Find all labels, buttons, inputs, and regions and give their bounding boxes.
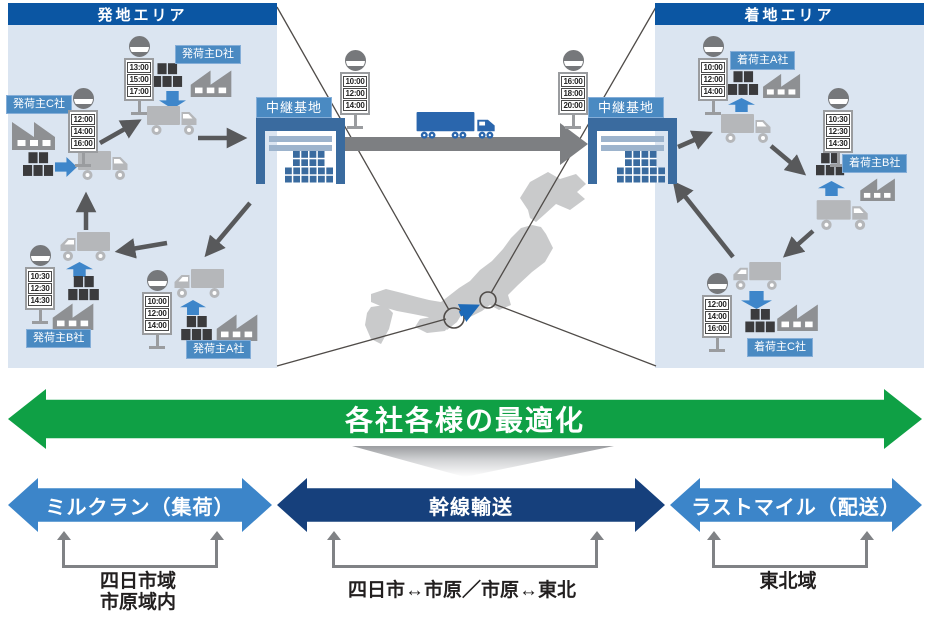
shipper-a-boxes-icon xyxy=(181,316,213,342)
clock-icon xyxy=(702,36,724,57)
consignee-c-schedule-sign: 12:00 14:00 16:00 xyxy=(702,273,732,352)
clock-icon xyxy=(29,245,51,266)
consignee-c-boxes-icon xyxy=(745,309,776,334)
shipper-d-schedule-sign: 13:00 15:00 17:00 xyxy=(124,36,154,115)
clock-icon xyxy=(146,270,168,291)
shipper-a-factory-icon xyxy=(214,307,261,341)
relay-hub-right-label: 中継基地 xyxy=(588,97,665,118)
schedule-board: 10:30 12:30 14:30 xyxy=(823,110,853,153)
shipper-b-schedule-sign: 10:30 12:30 14:30 xyxy=(25,245,55,324)
note-milkrun: 四日市域 市原域内 xyxy=(99,571,176,613)
shipper-d-boxes-icon xyxy=(152,63,183,89)
bracket-trunk xyxy=(326,531,604,568)
note-lastmile: 東北域 xyxy=(759,571,817,592)
japan-map-icon xyxy=(365,172,586,344)
consignee-a-boxes-icon xyxy=(728,71,759,97)
consignee-a-truck-icon xyxy=(721,112,774,144)
schedule-board: 12:00 14:00 16:00 xyxy=(702,295,732,338)
shipper-a-truck-icon xyxy=(171,267,224,299)
shipper-d-truck-icon xyxy=(147,104,200,136)
schedule-board: 10:00 12:00 14:00 xyxy=(698,58,728,101)
map-route-arrow xyxy=(457,304,480,323)
schedule-board: 16:00 18:00 20:00 xyxy=(558,72,588,115)
consignee-b-factory-icon xyxy=(855,172,901,201)
shipper-c-boxes-icon xyxy=(23,152,54,178)
schedule-board: 13:00 15:00 17:00 xyxy=(124,58,154,101)
shipper-b-label: 発荷主B社 xyxy=(26,329,92,348)
consignee-a-schedule-sign: 10:00 12:00 14:00 xyxy=(698,36,728,115)
shipper-c-label: 発荷主C社 xyxy=(6,95,72,114)
trunk-truck-icon xyxy=(416,112,502,139)
origin-route-arrows xyxy=(75,119,252,259)
shipper-c-schedule-sign: 12:00 14:00 16:00 xyxy=(68,88,98,167)
bracket-arrow-icon xyxy=(326,531,341,540)
shipper-c-factory-icon xyxy=(9,114,57,150)
clock-icon xyxy=(72,88,94,109)
consignee-b-schedule-sign: 10:30 12:30 14:30 xyxy=(823,88,853,167)
shipper-b-truck-icon xyxy=(57,230,110,262)
shipper-d-factory-icon xyxy=(189,63,234,97)
bracket-arrow-icon xyxy=(859,531,874,540)
shipper-a-schedule-sign: 10:00 12:00 14:00 xyxy=(142,270,172,349)
schedule-board: 12:00 14:00 16:00 xyxy=(68,110,98,153)
schedule-board: 10:00 12:00 14:00 xyxy=(340,72,370,115)
consignee-b-truck-icon xyxy=(816,198,872,231)
trunk-arrival-schedule-sign: 16:00 18:00 20:00 xyxy=(558,50,588,129)
bracket-arrow-icon xyxy=(589,531,604,540)
destination-area-header: 着地エリア xyxy=(655,3,924,25)
bracket-lastmile xyxy=(706,531,874,568)
consignee-c-truck-icon xyxy=(730,260,781,291)
bracket-arrow-icon xyxy=(706,531,721,540)
note-trunk: 四日市↔市原／市原↔東北 xyxy=(347,580,576,601)
trunk-arrow xyxy=(342,123,588,165)
clock-icon xyxy=(706,273,728,294)
schedule-board: 10:30 12:30 14:30 xyxy=(25,267,55,310)
relay-hub-left-label: 中継基地 xyxy=(256,97,333,118)
consignee-b-label: 着荷主B社 xyxy=(842,154,908,173)
clock-icon xyxy=(827,88,849,109)
trunk-departure-schedule-sign: 10:00 12:00 14:00 xyxy=(340,50,370,129)
bracket-arrow-icon xyxy=(56,531,71,540)
shipper-b-factory-icon xyxy=(50,296,97,330)
consignee-a-factory-icon xyxy=(759,67,805,98)
origin-area-header: 発地エリア xyxy=(8,3,277,25)
consignee-c-factory-icon xyxy=(776,297,820,331)
consignee-a-label: 着荷主A社 xyxy=(730,51,796,70)
relay-hub-left-warehouse-icon xyxy=(256,118,345,184)
clock-icon xyxy=(562,50,584,71)
map-circle-destination xyxy=(479,291,497,309)
bracket-milkrun xyxy=(56,531,224,568)
schedule-board: 10:00 12:00 14:00 xyxy=(142,292,172,335)
clock-icon xyxy=(344,50,366,71)
destination-route-arrows xyxy=(672,130,815,259)
relay-hub-right-warehouse-icon xyxy=(588,118,677,184)
shipper-d-label: 発荷主D社 xyxy=(175,45,241,64)
shipper-a-label: 発荷主A社 xyxy=(186,340,252,359)
bracket-arrow-icon xyxy=(209,531,224,540)
clock-icon xyxy=(128,36,150,57)
consignee-c-label: 着荷主C社 xyxy=(747,338,813,357)
